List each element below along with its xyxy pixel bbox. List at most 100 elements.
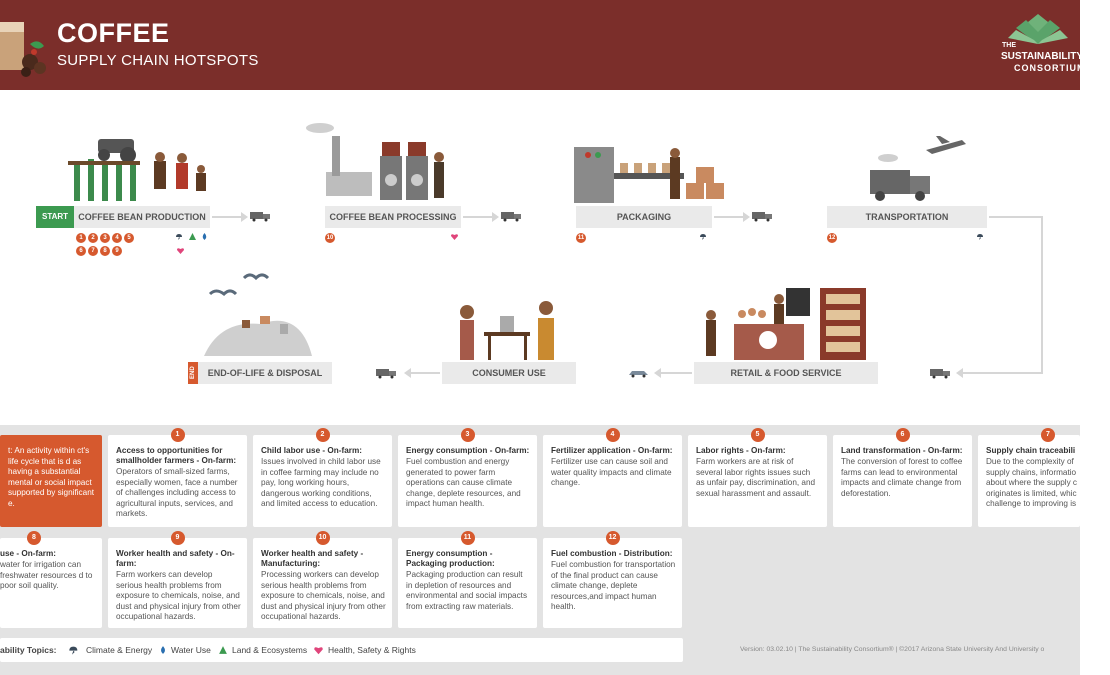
hotspot-title: Labor rights - On-farm: — [696, 446, 786, 455]
health-safety-icon — [451, 234, 458, 240]
hotspot-text: Due to the complexity of supply chains, … — [986, 457, 1078, 509]
hotspot-marker[interactable]: 3 — [100, 233, 110, 243]
hotspot-text: Fuel combustion for transportation of th… — [551, 560, 676, 612]
hotspot-marker[interactable]: 12 — [827, 233, 837, 243]
hotspot-title: Energy consumption - On-farm: — [406, 446, 530, 455]
hotspot-text: Packaging production can result in deple… — [406, 570, 528, 611]
hotspot-marker[interactable]: 2 — [88, 233, 98, 243]
stage-end-of-life-disposal[interactable]: END-OF-LIFE & DISPOSAL — [198, 362, 332, 384]
hotspot-number: 1 — [170, 428, 185, 442]
hotspot-marker[interactable]: 4 — [112, 233, 122, 243]
hotspot-card[interactable]: 7 Supply chain traceabili Due to the com… — [978, 428, 1080, 527]
stage-coffee-bean-production[interactable]: COFFEE BEAN PRODUCTION — [74, 206, 210, 228]
start-label: START — [36, 206, 86, 228]
land-ecosystems-icon — [189, 233, 196, 240]
water-use-icon — [161, 646, 165, 654]
hotspot-number: 9 — [170, 531, 185, 545]
hotspot-card[interactable]: 3 Energy consumption - On-farm: Fuel com… — [398, 428, 537, 527]
hotspot-number: 8 — [27, 531, 41, 545]
hotspot-number: 2 — [315, 428, 330, 442]
hotspot-number: 3 — [460, 428, 475, 442]
hotspot-title: Fertilizer application - On-farm: — [551, 446, 673, 455]
health-safety-icon — [177, 248, 184, 254]
legend-health: Health, Safety & Rights — [328, 645, 416, 655]
legend-label: ability Topics: — [0, 645, 57, 655]
end-label: END — [188, 362, 198, 384]
hotspot-card[interactable]: 8 use - On-farm: water for irrigation ca… — [0, 531, 102, 628]
brand-logo: THE SUSTAINABILITY CONSORTIUM — [990, 14, 1110, 76]
hotspot-marker[interactable]: 11 — [576, 233, 586, 243]
hotspot-marker[interactable]: 8 — [100, 246, 110, 256]
climate-energy-icon — [700, 234, 706, 240]
hotspot-card[interactable]: 5 Labor rights - On-farm: Farm workers a… — [688, 428, 827, 527]
brand-name: SUSTAINABILITY — [1001, 51, 1084, 62]
hotspot-card[interactable]: 6 Land transformation - On-farm: The con… — [833, 428, 972, 527]
lotus-icon — [1008, 14, 1068, 44]
flow-arrow — [714, 212, 750, 222]
flow-connector — [1041, 216, 1043, 374]
page-subtitle: SUPPLY CHAIN HOTSPOTS — [57, 52, 259, 69]
land-ecosystems-icon — [219, 646, 227, 654]
hotspot-marker[interactable]: 7 — [88, 246, 98, 256]
flow-arrow — [989, 216, 1043, 218]
hotspot-marker[interactable]: 9 — [112, 246, 122, 256]
hotspot-number: 12 — [605, 531, 620, 545]
stage-coffee-bean-processing[interactable]: COFFEE BEAN PROCESSING — [325, 206, 461, 228]
flow-arrow — [956, 368, 1042, 378]
hotspot-text: Fuel combustion and energy generated to … — [406, 457, 521, 509]
hotspot-text: water for irrigation can freshwater reso… — [0, 560, 93, 591]
hotspot-text: Farm workers can develop serious health … — [116, 570, 241, 622]
stage-consumer-use[interactable]: CONSUMER USE — [442, 362, 576, 384]
water-use-icon — [202, 233, 207, 240]
retail-illustration — [706, 288, 866, 360]
flow-arrow — [212, 212, 248, 222]
stage-retail-food-service[interactable]: RETAIL & FOOD SERVICE — [694, 362, 878, 384]
hotspot-title: Supply chain traceabili — [986, 446, 1076, 455]
hotspot-card[interactable]: 10 Worker health and safety - Manufactur… — [253, 531, 392, 628]
hotspot-title: use - On-farm: — [0, 549, 56, 558]
climate-energy-icon — [69, 646, 78, 655]
hotspot-number: 6 — [895, 428, 910, 442]
hotspot-marker[interactable]: 6 — [76, 246, 86, 256]
hotspot-card[interactable]: 2 Child labor use - On-farm: Issues invo… — [253, 428, 392, 527]
header-banner: COFFEE SUPPLY CHAIN HOTSPOTS THE SUSTAIN… — [0, 0, 1085, 90]
hotspot-marker[interactable]: 10 — [325, 233, 335, 243]
coffee-bag-icon — [0, 22, 46, 77]
transport-illustration — [870, 136, 966, 201]
hotspot-definition-text: t: An activity within ct's life cycle th… — [8, 446, 95, 508]
hotspot-text: Issues involved in child labor use in co… — [261, 457, 381, 509]
hotspot-text: Farm workers are at risk of several labo… — [696, 457, 816, 498]
truck-icon — [501, 212, 521, 222]
flow-arrow — [463, 212, 499, 222]
hotspot-marker[interactable]: 5 — [124, 233, 134, 243]
hotspot-card[interactable]: 12 Fuel combustion - Distribution: Fuel … — [543, 531, 682, 628]
hotspot-marker[interactable]: 1 — [76, 233, 86, 243]
hotspot-number: 7 — [1041, 428, 1055, 442]
hotspot-card[interactable]: 1 Access to opportunities for smallholde… — [108, 428, 247, 527]
hotspot-card[interactable]: 4 Fertilizer application - On-farm: Fert… — [543, 428, 682, 527]
hotspot-title: Land transformation - On-farm: — [841, 446, 963, 455]
climate-energy-icon — [977, 234, 983, 240]
flow-arrow — [654, 368, 692, 378]
hotspot-number: 4 — [605, 428, 620, 442]
hotspot-text: Operators of small-sized farms, especial… — [116, 467, 238, 519]
hotspot-text: Fertilizer use can cause soil and water … — [551, 457, 672, 488]
hotspot-card[interactable]: 11 Energy consumption - Packaging produc… — [398, 531, 537, 628]
hotspot-number: 11 — [460, 531, 475, 545]
hotspot-number: 5 — [750, 428, 765, 442]
stage-packaging[interactable]: PACKAGING — [576, 206, 712, 228]
landfill-illustration — [204, 273, 312, 356]
brand-consortium: CONSORTIUM — [1014, 63, 1086, 73]
car-icon — [629, 371, 648, 378]
truck-icon — [376, 369, 396, 379]
hotspot-card[interactable]: 9 Worker health and safety - On-farm: Fa… — [108, 531, 247, 628]
page-title: COFFEE — [57, 18, 170, 48]
hotspot-number: 10 — [315, 531, 330, 545]
hotspot-title: Energy consumption - Packaging productio… — [406, 549, 495, 568]
hotspot-title: Worker health and safety - Manufacturing… — [261, 549, 364, 568]
legend-land: Land & Ecosystems — [232, 645, 308, 655]
stage-transportation[interactable]: TRANSPORTATION — [827, 206, 987, 228]
hotspot-title: Access to opportunities for smallholder … — [116, 446, 237, 465]
consumer-illustration — [460, 301, 554, 360]
packaging-illustration — [574, 147, 724, 203]
